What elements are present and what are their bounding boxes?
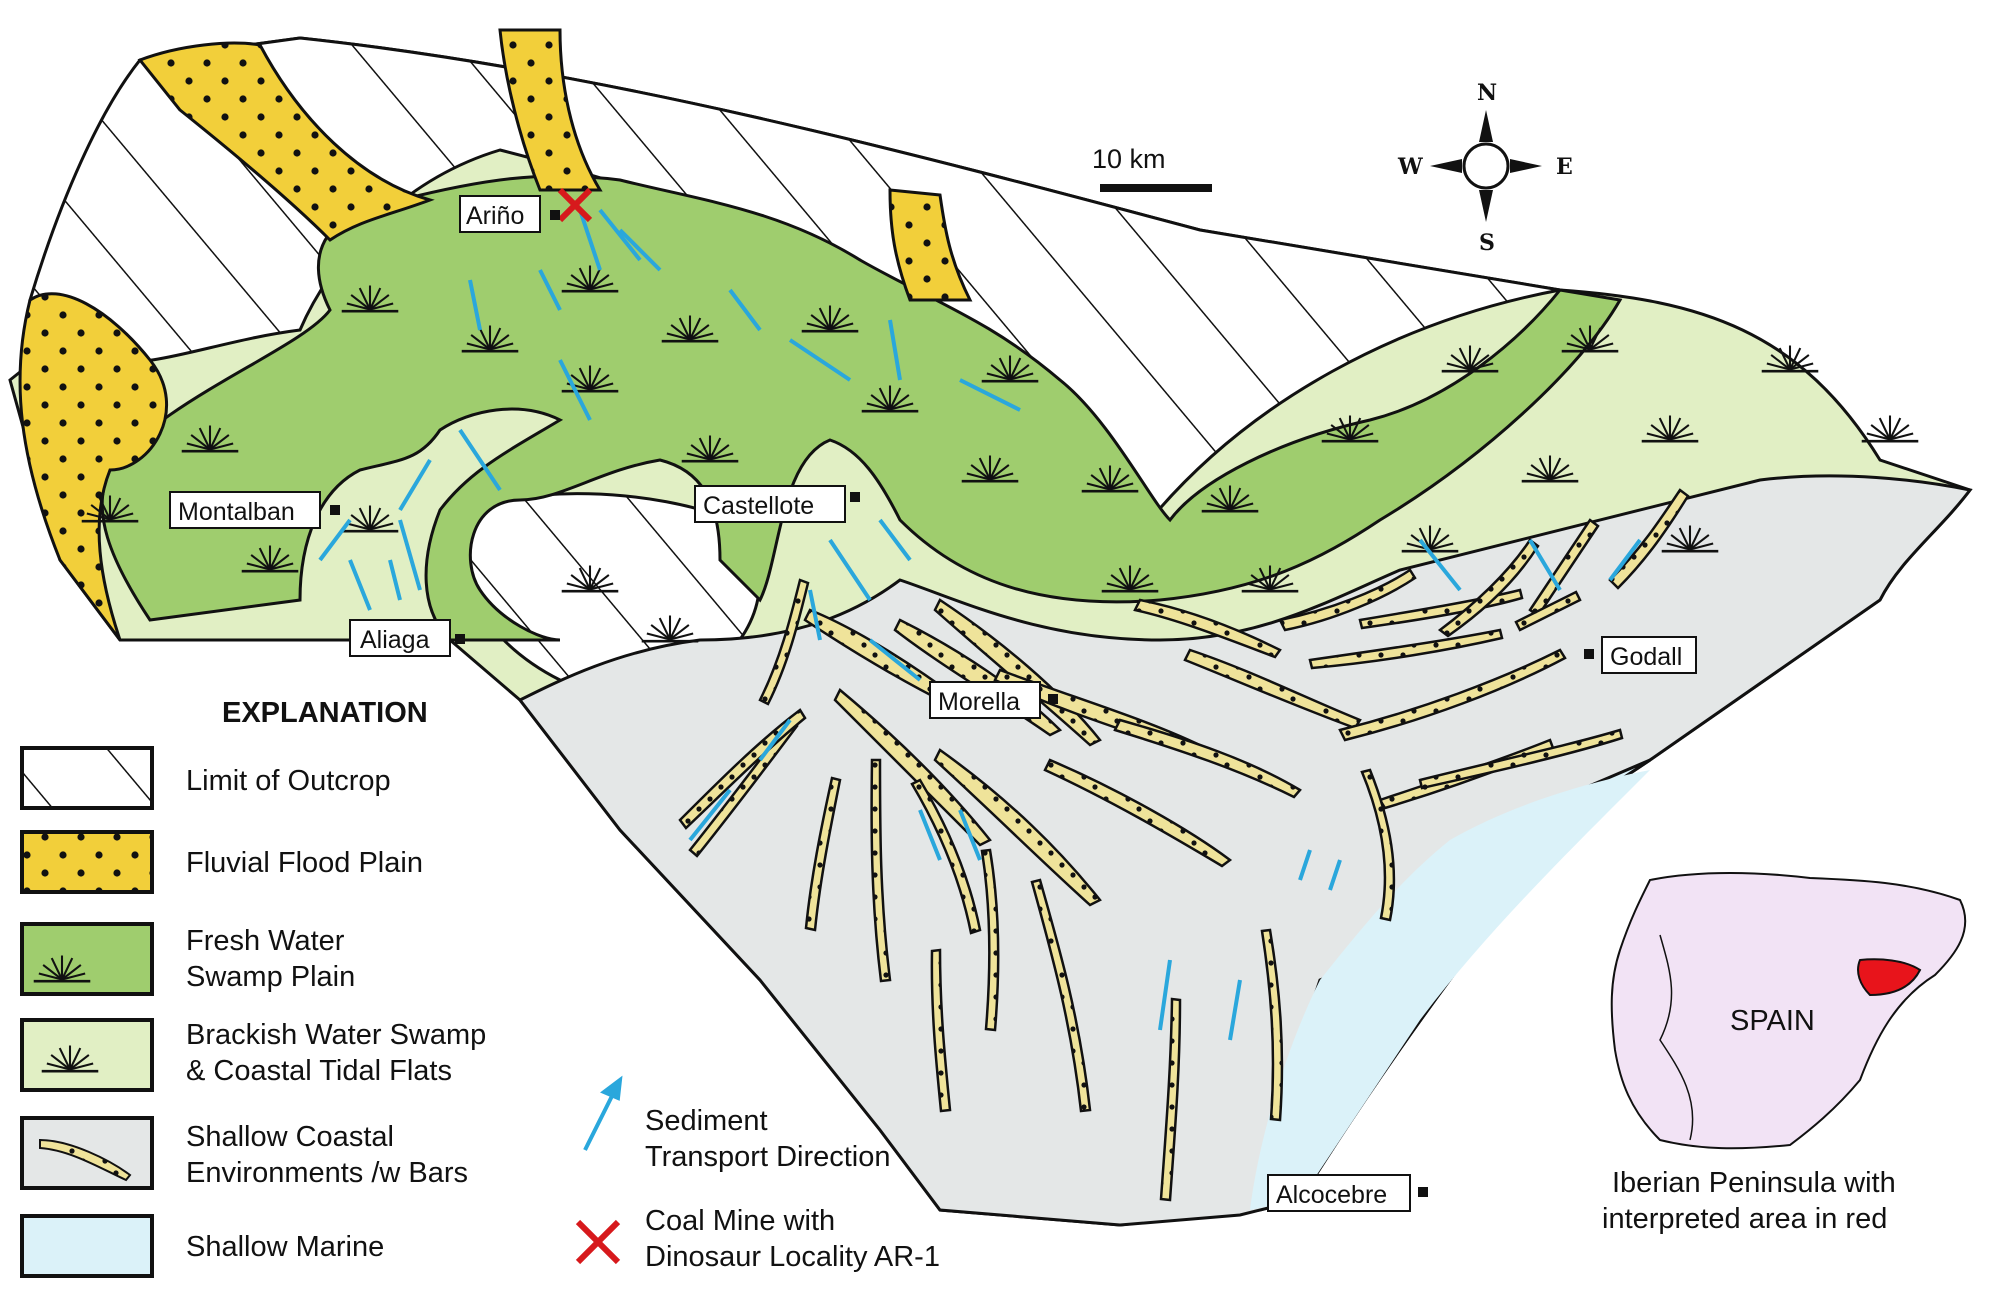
town-godall: Godall [1610, 643, 1682, 671]
scale-bar-label: 10 km [1092, 144, 1166, 174]
town-montalban: Montalban [178, 498, 295, 526]
legend: EXPLANATION Limit of Outcrop Fluvial Flo… [20, 697, 940, 1278]
fluvial-channel-northwest [137, 41, 435, 242]
arino-marker [550, 210, 560, 220]
town-markers: Ariño Montalban Aliaga Castellote Morell… [169, 195, 1697, 1212]
legend-label-fresh-water-line1: Fresh Water [186, 925, 345, 957]
legend-label-sediment-line2: Transport Direction [645, 1141, 891, 1173]
legend-label-limit-of-outcrop: Limit of Outcrop [186, 765, 391, 797]
legend-coal-mine-icon [575, 1219, 621, 1265]
legend-swatch-fluvial-flood-plain [20, 830, 154, 894]
legend-swatch-brackish-water-swamp [20, 1018, 154, 1092]
town-castellote: Castellote [703, 492, 814, 520]
legend-swatch-limit-of-outcrop [20, 746, 154, 810]
godall-label-box [1601, 636, 1697, 674]
legend-label-sediment-line1: Sediment [645, 1105, 768, 1137]
castellote-label-box [694, 485, 846, 523]
portugal-border [1659, 934, 1694, 1141]
compass-north-letter: N [1477, 80, 1497, 106]
fluvial-channel-west [18, 292, 169, 641]
town-morella: Morella [938, 688, 1020, 716]
legend-label-coal-mine-line1: Coal Mine with [645, 1205, 835, 1237]
compass-west-letter: W [1397, 154, 1423, 180]
legend-swatch-shallow-marine [20, 1214, 154, 1278]
legend-label-shallow-coastal-line1: Shallow Coastal [186, 1121, 394, 1153]
compass-center [1462, 142, 1510, 190]
legend-label-shallow-coastal-line2: Environments /w Bars [186, 1157, 468, 1189]
legend-arrow-icon [583, 1075, 623, 1151]
fresh-water-swamp-plain [100, 174, 1623, 642]
legend-label-brackish-line1: Brackish Water Swamp [186, 1019, 486, 1051]
town-alcocebre: Alcocebre [1276, 1181, 1387, 1209]
godall-marker [1584, 649, 1594, 659]
legend-swatch-fresh-water-swamp [20, 922, 154, 996]
inset-map: SPAIN Iberian Peninsula with interpreted… [1602, 872, 1967, 1235]
iberian-peninsula-shape [1610, 872, 1967, 1150]
montalban-marker [330, 505, 340, 515]
castellote-marker [850, 492, 860, 502]
sediment-transport-arrows [318, 208, 1642, 1041]
town-arino: Ariño [466, 202, 524, 230]
scale-bar: 10 km [1092, 144, 1212, 192]
coal-mine-icon [557, 187, 593, 223]
aliaga-label-box [349, 619, 451, 657]
inset-caption-line2: interpreted area in red [1602, 1203, 1887, 1235]
inset-caption-line1: Iberian Peninsula with [1612, 1167, 1896, 1199]
legend-label-fresh-water-line2: Swamp Plain [186, 961, 355, 993]
town-aliaga: Aliaga [360, 626, 430, 654]
arino-label-box [459, 195, 541, 233]
compass-south-letter: S [1479, 230, 1495, 256]
compass-rose: N S W E [1397, 80, 1573, 256]
inset-country-label: SPAIN [1730, 1005, 1815, 1037]
morella-marker [1048, 694, 1058, 704]
alcocebre-label-box [1267, 1174, 1411, 1212]
aliaga-marker [455, 634, 465, 644]
morella-label-box [929, 681, 1041, 719]
legend-label-brackish-line2: & Coastal Tidal Flats [186, 1055, 452, 1087]
interpreted-area-highlight [1857, 958, 1922, 997]
alcocebre-marker [1418, 1187, 1428, 1197]
fluvial-channel-north [498, 28, 603, 192]
legend-label-coal-mine-line2: Dinosaur Locality AR-1 [645, 1241, 940, 1273]
legend-label-fluvial-flood-plain: Fluvial Flood Plain [186, 847, 423, 879]
legend-label-shallow-marine: Shallow Marine [186, 1231, 384, 1263]
fluvial-channel-central [888, 188, 973, 302]
compass-east-letter: E [1556, 154, 1573, 180]
coastal-bars [678, 488, 1690, 1202]
shallow-marine-bay [1250, 770, 1650, 1210]
montalban-label-box [169, 491, 321, 529]
legend-title: EXPLANATION [222, 697, 428, 729]
